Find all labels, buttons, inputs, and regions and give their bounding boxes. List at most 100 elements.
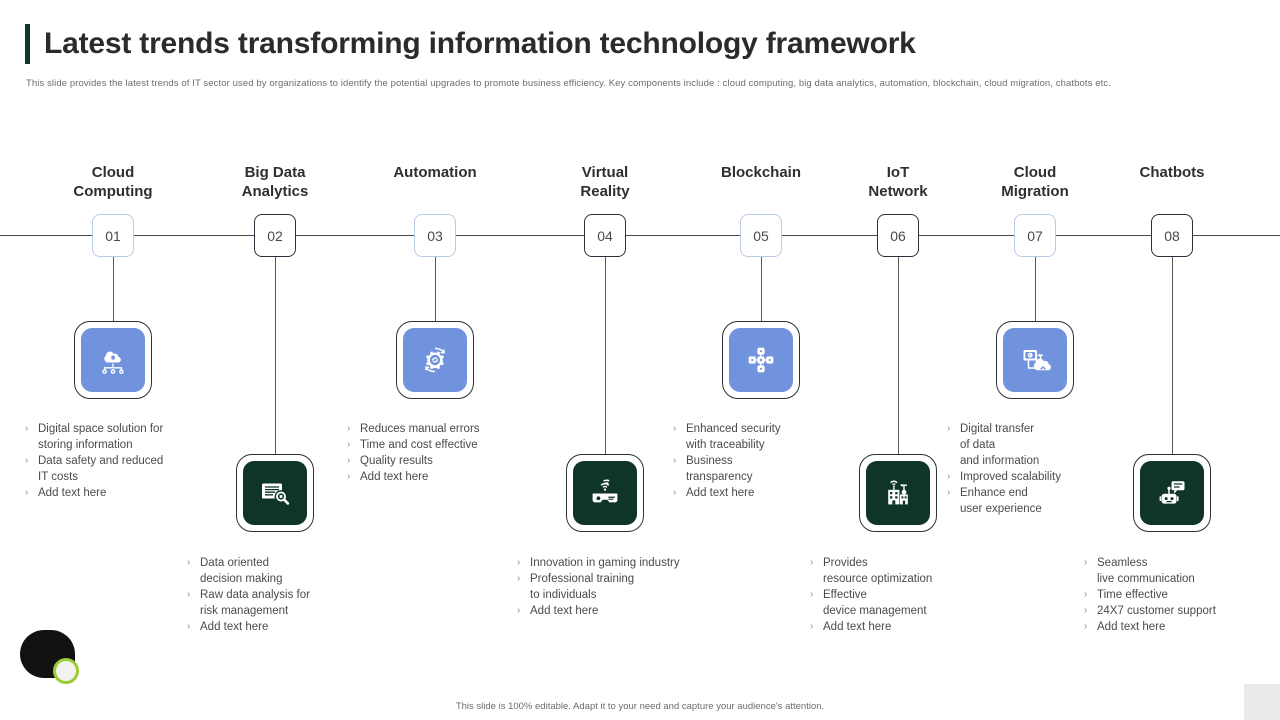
company-logo xyxy=(20,630,84,690)
bullet-list-04: ›Innovation in gaming industry›Professio… xyxy=(517,555,717,619)
list-item: › Raw data analysis for risk management xyxy=(187,587,387,619)
list-item-text: Add text here xyxy=(38,487,107,499)
icon-tile-04 xyxy=(566,454,644,532)
step-title-04: Virtual Reality xyxy=(580,164,630,200)
connector-line-07 xyxy=(1035,257,1036,321)
list-item-text: Enhance end user experience xyxy=(960,487,1042,515)
chevron-right-icon: › xyxy=(187,557,191,568)
list-item: › Quality results xyxy=(347,453,547,469)
list-item: ›Effective device management xyxy=(810,587,1010,619)
list-item: ›Improved scalability xyxy=(947,469,1147,485)
list-item-text: Time and cost effective xyxy=(360,439,478,451)
list-item: › Add text here xyxy=(187,619,387,635)
list-item-text: Improved scalability xyxy=(960,471,1061,483)
list-item-text: Add text here xyxy=(1097,621,1166,633)
step-title-02: Big Data Analytics xyxy=(241,164,309,200)
timeline-node-07[interactable]: 07 xyxy=(1014,214,1056,257)
chevron-right-icon: › xyxy=(517,605,521,616)
timeline-node-08[interactable]: 08 xyxy=(1151,214,1193,257)
list-item: ›Add text here xyxy=(673,485,873,501)
chevron-right-icon: › xyxy=(347,455,351,466)
corner-decoration xyxy=(1244,684,1280,720)
step-title-08: Chatbots xyxy=(1139,164,1205,181)
footer-note: This slide is 100% editable. Adapt it to… xyxy=(455,701,825,712)
chevron-right-icon: › xyxy=(810,621,814,632)
step-title-07: Cloud Migration xyxy=(1001,164,1069,200)
list-item-text: Digital space solution for storing infor… xyxy=(38,423,164,451)
list-item-text: Provides resource optimization xyxy=(823,557,933,585)
list-item: › Add text here xyxy=(25,485,225,501)
list-item: ›Data oriented decision making xyxy=(187,555,387,587)
title-text: Latest trends transforming information t… xyxy=(44,27,916,60)
chatbot-robot-icon xyxy=(1140,461,1204,525)
chevron-right-icon: › xyxy=(1084,605,1088,616)
chevron-right-icon: › xyxy=(810,557,814,568)
list-item: › Enhanced security with traceability xyxy=(673,421,873,453)
list-item: › Time effective xyxy=(1084,587,1280,603)
list-item: ›24X7 customer support xyxy=(1084,603,1280,619)
step-title-03: Automation xyxy=(393,164,477,181)
chevron-right-icon: › xyxy=(25,487,29,498)
icon-tile-01 xyxy=(74,321,152,399)
connector-line-02 xyxy=(275,257,276,454)
list-item-text: Quality results xyxy=(360,455,433,467)
subtitle-text: This slide provides the latest trends of… xyxy=(26,78,1111,89)
chevron-right-icon: › xyxy=(187,621,191,632)
list-item: › Add text here xyxy=(810,619,1010,635)
chevron-right-icon: › xyxy=(1084,557,1088,568)
connector-line-03 xyxy=(435,257,436,321)
list-item: › Time and cost effective xyxy=(347,437,547,453)
timeline-node-01[interactable]: 01 xyxy=(92,214,134,257)
timeline-node-05[interactable]: 05 xyxy=(740,214,782,257)
list-item: ›Digital transfer of data and informatio… xyxy=(947,421,1147,469)
step-title-05: Blockchain xyxy=(720,164,802,181)
list-item-text: Data safety and reduced IT costs xyxy=(38,455,164,483)
list-item: ›Add text here xyxy=(347,469,547,485)
list-item: ›Reduces manual errors xyxy=(347,421,547,437)
chevron-right-icon: › xyxy=(25,455,29,466)
list-item: › Data safety and reduced IT costs xyxy=(25,453,225,485)
chevron-right-icon: › xyxy=(1084,621,1088,632)
list-item-text: Add text here xyxy=(686,487,755,499)
step-title-06: IoT Network xyxy=(868,164,928,200)
chevron-right-icon: › xyxy=(347,423,351,434)
iot-buildings-icon xyxy=(866,461,930,525)
timeline-node-03[interactable]: 03 xyxy=(414,214,456,257)
logo-ring-shape xyxy=(53,658,79,684)
list-item-text: Add text here xyxy=(823,621,892,633)
bullet-list-07: ›Digital transfer of data and informatio… xyxy=(947,421,1147,517)
list-item: ›Seamless live communication xyxy=(1084,555,1280,587)
list-item-text: Business transparency xyxy=(686,455,753,483)
page-title: Latest trends transforming information t… xyxy=(25,24,916,64)
chevron-right-icon: › xyxy=(517,557,521,568)
list-item: ›Add text here xyxy=(517,603,717,619)
connector-line-01 xyxy=(113,257,114,321)
icon-tile-08 xyxy=(1133,454,1211,532)
timeline-node-02[interactable]: 02 xyxy=(254,214,296,257)
list-item: › Add text here xyxy=(1084,619,1280,635)
chevron-right-icon: › xyxy=(187,589,191,600)
list-item-text: Digital transfer of data and information xyxy=(960,423,1040,467)
bullet-list-01: › Digital space solution for storing info… xyxy=(25,421,225,501)
list-item-text: Add text here xyxy=(200,621,269,633)
chevron-right-icon: › xyxy=(1084,589,1088,600)
icon-tile-02 xyxy=(236,454,314,532)
list-item-text: Enhanced security with traceability xyxy=(686,423,781,451)
timeline-node-06[interactable]: 06 xyxy=(877,214,919,257)
list-item: › Innovation in gaming industry xyxy=(517,555,717,571)
bullet-list-03: ›Reduces manual errors›Time and cost eff… xyxy=(347,421,547,485)
cloud-network-icon xyxy=(81,328,145,392)
chevron-right-icon: › xyxy=(673,423,677,434)
list-item-text: Innovation in gaming industry xyxy=(530,557,680,569)
icon-tile-06 xyxy=(859,454,937,532)
list-item: ›Business transparency xyxy=(673,453,873,485)
list-item-text: Time effective xyxy=(1097,589,1168,601)
document-search-icon xyxy=(243,461,307,525)
list-item: ›Enhance end user experience xyxy=(947,485,1147,517)
bullet-list-05: › Enhanced security with traceability›Bus… xyxy=(673,421,873,501)
timeline-node-04[interactable]: 04 xyxy=(584,214,626,257)
bullet-list-02: ›Data oriented decision making›Raw data … xyxy=(187,555,387,635)
list-item-text: Raw data analysis for risk management xyxy=(200,589,310,617)
chevron-right-icon: › xyxy=(347,439,351,450)
